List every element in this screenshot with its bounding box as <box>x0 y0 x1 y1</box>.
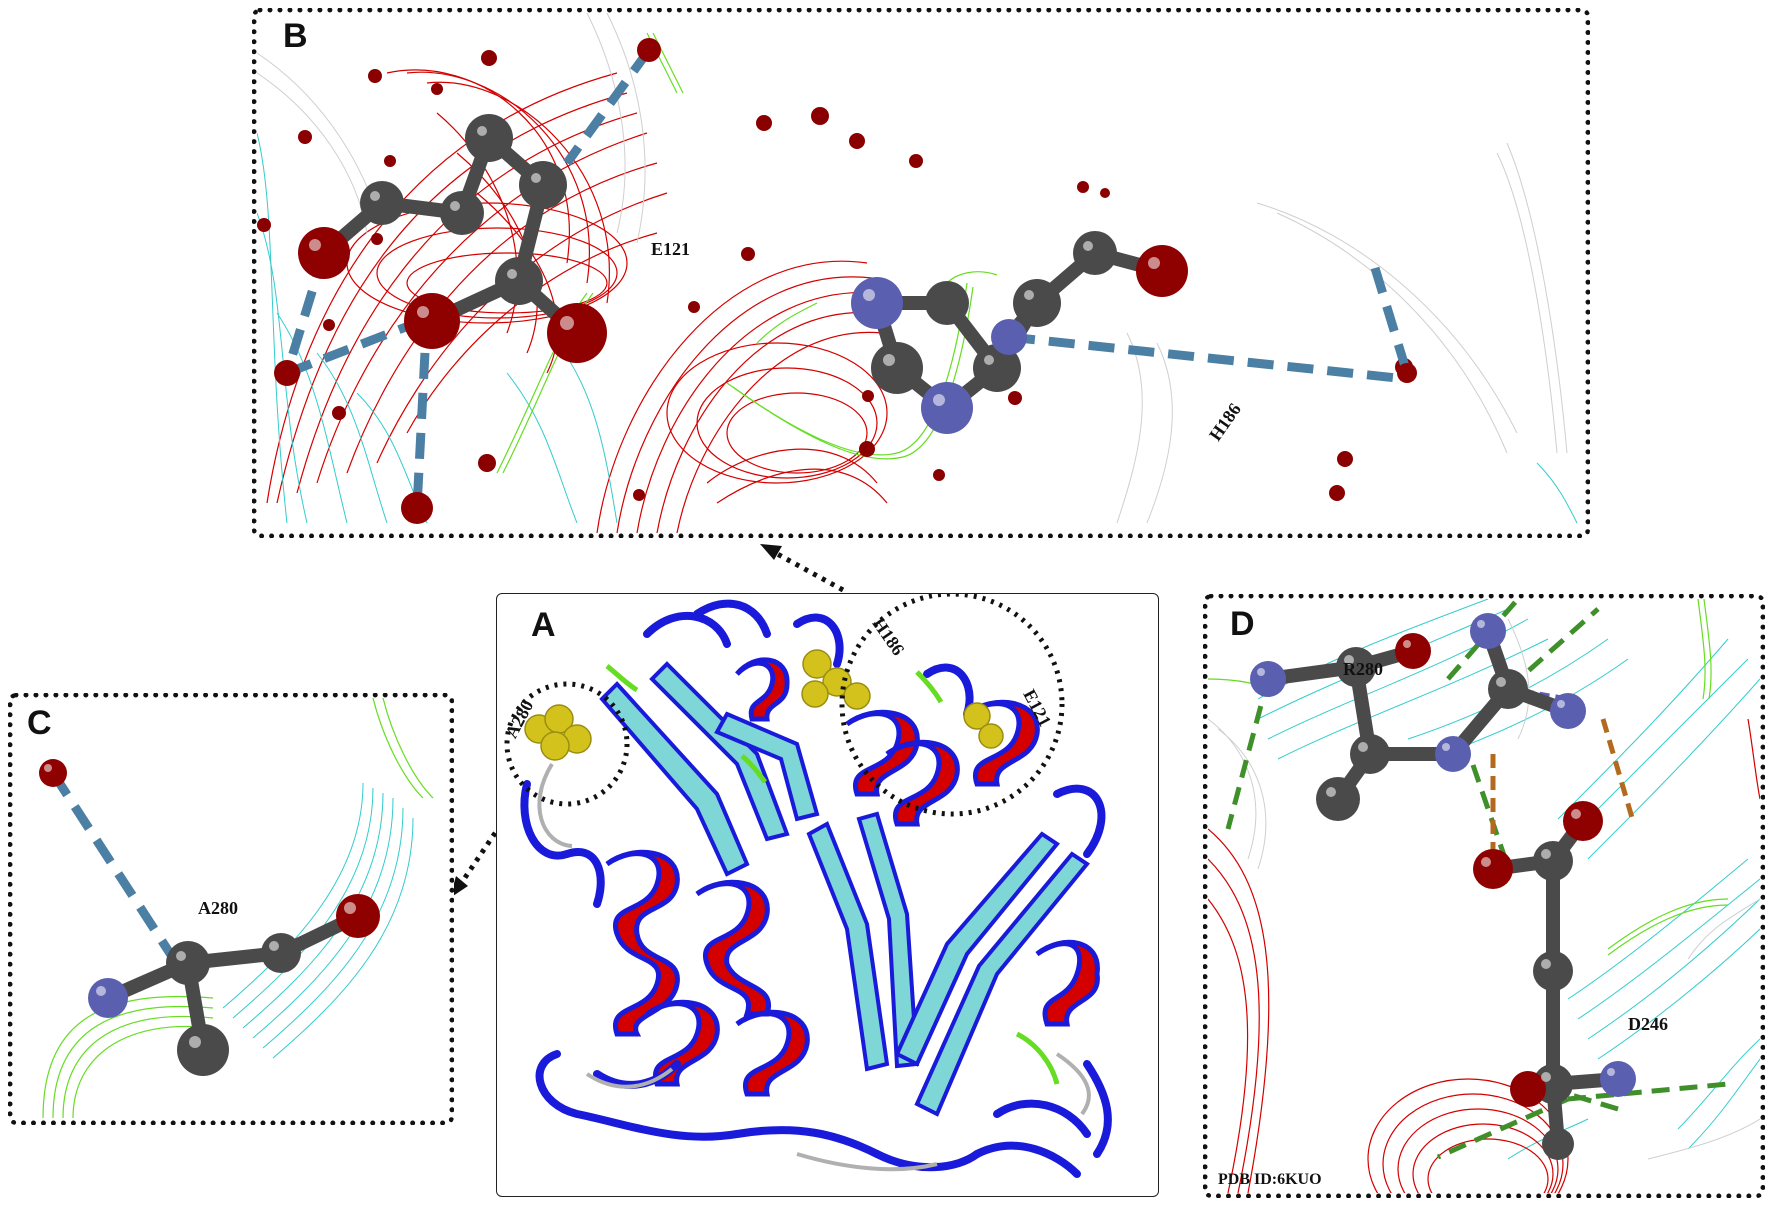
panel-b: B E121 H186 <box>252 8 1590 538</box>
panel-c: C A280 <box>8 693 454 1125</box>
panel-a-letter: A <box>531 606 556 644</box>
panel-b-structure <box>257 13 1578 533</box>
highlight-circle-a280 <box>504 681 630 807</box>
label-e121: E121 <box>651 239 691 259</box>
highlight-circle-h186-e121 <box>839 594 1065 817</box>
panel-d-structure <box>1208 599 1760 1193</box>
panel-a-protein <box>504 594 1112 1178</box>
label-r280-d: R280 <box>1343 659 1383 679</box>
pdb-id-label: PDB ID:6KUO <box>1218 1171 1322 1188</box>
arrow-a-to-b-head <box>760 544 782 560</box>
panel-d-letter: D <box>1230 605 1255 643</box>
label-a280-c: A280 <box>198 898 238 918</box>
panel-a: A H186 E121 A280 <box>496 593 1159 1197</box>
label-d246-d: D246 <box>1628 1014 1668 1034</box>
panel-c-letter: C <box>27 704 52 742</box>
panel-b-letter: B <box>283 17 308 55</box>
arrow-a-to-b <box>768 547 845 593</box>
panel-c-structure <box>39 698 434 1119</box>
panel-d: D R280 D246 PDB ID:6KUO <box>1203 594 1765 1198</box>
